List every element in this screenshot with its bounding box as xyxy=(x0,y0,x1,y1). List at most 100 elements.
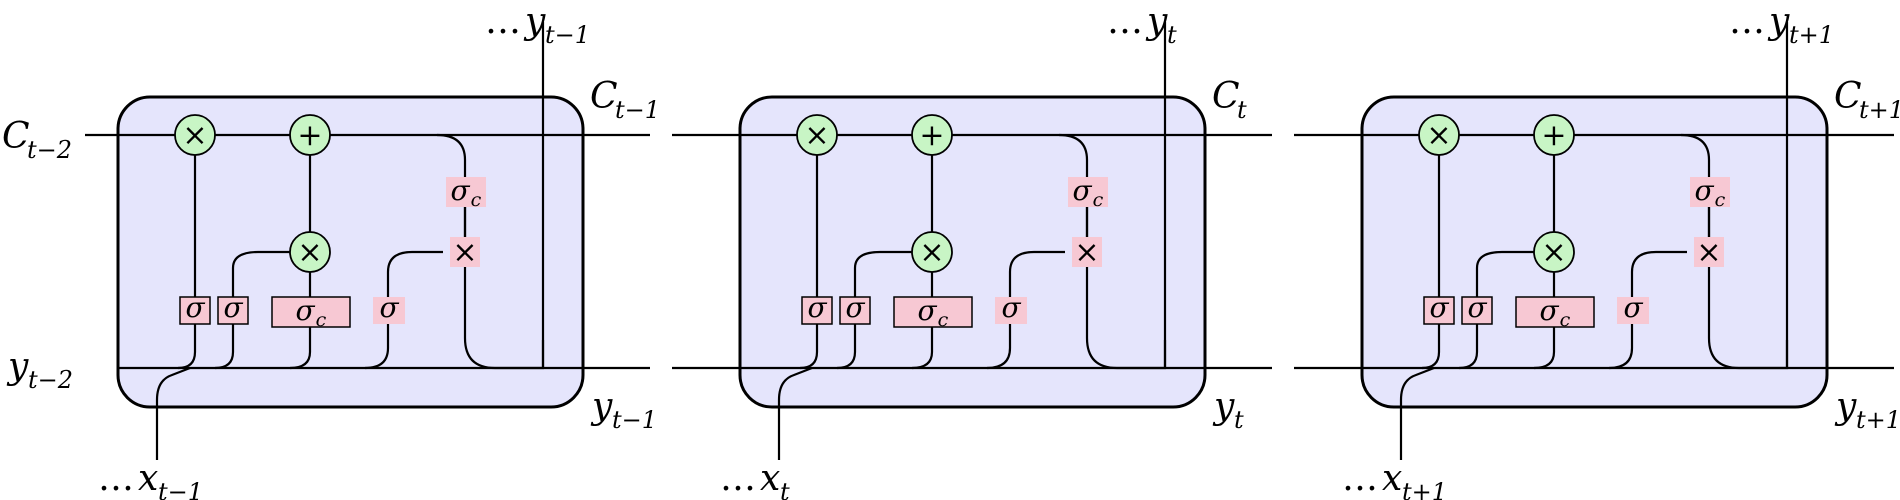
input-x-path xyxy=(155,366,191,460)
hidden-state-out-label-base: y xyxy=(590,386,613,427)
input-multiply-op: × xyxy=(911,231,953,273)
input-bottom-label-subscript: t xyxy=(780,478,790,500)
cell-state-out-label-base: C xyxy=(1834,76,1862,117)
candidate-gate-sigma: σ xyxy=(917,294,937,327)
output-top-label-subscript: t+1 xyxy=(1789,21,1834,49)
cell-tanh-gate-box xyxy=(1068,177,1108,207)
output-multiply-box xyxy=(1072,237,1102,267)
forget-gate: σ xyxy=(1423,291,1455,325)
forget-multiply-op: × xyxy=(174,114,216,156)
forget-multiply-op-circle xyxy=(796,114,838,156)
forget-multiply-op-circle xyxy=(1418,114,1460,156)
cell-tanh-gate-sigma: σ xyxy=(450,174,470,207)
input-multiply-op-symbol: × xyxy=(1541,235,1566,270)
output-sigma-to-mult xyxy=(1630,250,1687,297)
candidate-gate-box xyxy=(1515,296,1595,328)
cell-state-out-label-subscript: t+1 xyxy=(1859,96,1900,124)
input-multiply-op-symbol: × xyxy=(919,235,944,270)
cell-tanh-gate-subscript-c: c xyxy=(471,189,482,211)
cell-tanh-gate-subscript-c: c xyxy=(1715,189,1726,211)
input-gate-to-mult xyxy=(1475,250,1534,297)
input-x-path xyxy=(777,366,813,460)
ellipsis-text: … xyxy=(485,1,521,42)
cell-body xyxy=(116,95,585,409)
forget-gate-box xyxy=(801,296,833,325)
add-op-symbol: + xyxy=(919,118,944,153)
output-top-label-subscript: t xyxy=(1167,21,1177,49)
cell-tanh-gate-sigma: σ xyxy=(1694,174,1714,207)
forget-gate-box xyxy=(179,296,211,325)
output-gate-box xyxy=(1617,297,1649,324)
input-multiply-op-circle xyxy=(289,231,331,273)
forget-multiply-op: × xyxy=(796,114,838,156)
input-bottom-label-base: x xyxy=(1382,458,1402,499)
input-multiply-op: × xyxy=(289,231,331,273)
hidden-state-out-label-base: y xyxy=(1212,386,1235,427)
input-gate-to-mult xyxy=(231,250,290,297)
input-gate-to-hidden xyxy=(1458,322,1479,370)
output-multiply-op: × xyxy=(450,235,480,270)
input-gate: σ xyxy=(1461,291,1493,325)
input-gate-sigma: σ xyxy=(223,291,243,324)
output-multiply-box xyxy=(1694,237,1724,267)
input-bottom-label-base: x xyxy=(138,458,158,499)
cell-state-in-label-subscript: t−2 xyxy=(27,136,72,164)
candidate-gate-sigma: σ xyxy=(295,294,315,327)
output-gate: σ xyxy=(373,291,405,324)
candidate-gate-box xyxy=(271,296,351,328)
cell-state-out-label: Ct+1 xyxy=(1834,76,1900,124)
input-gate-box xyxy=(217,296,249,325)
input-gate-box xyxy=(1461,296,1493,325)
input-multiply-op: × xyxy=(1533,231,1575,273)
output-gate-sigma: σ xyxy=(1623,291,1643,324)
output-top-label-subscript: t−1 xyxy=(545,21,590,49)
input-bottom-label-subscript: t−1 xyxy=(158,478,203,500)
hidden-state-in-label-base: y xyxy=(6,346,29,387)
input-bottom-label-subscript: t+1 xyxy=(1402,478,1447,500)
output-gate: σ xyxy=(995,291,1027,324)
input-gate-to-hidden xyxy=(836,322,857,370)
input-gate-to-mult xyxy=(853,250,912,297)
output-path xyxy=(1680,133,1789,370)
candidate-gate-subscript-c: c xyxy=(938,309,949,331)
input-bottom-label-base: x xyxy=(760,458,780,499)
candidate-to-hidden xyxy=(911,327,934,370)
input-gate: σ xyxy=(217,291,249,325)
add-op-circle xyxy=(911,114,953,156)
cell-state-out-label-subscript: t−1 xyxy=(615,96,660,124)
output-top-label-base: y xyxy=(1767,1,1790,42)
forget-gate-sigma: σ xyxy=(1429,291,1449,324)
output-multiply-symbol: × xyxy=(452,235,477,270)
ellipsis-text: … xyxy=(98,458,134,499)
add-op-symbol: + xyxy=(1541,118,1566,153)
output-top-label-base: y xyxy=(1145,1,1168,42)
candidate-to-hidden xyxy=(289,327,312,370)
output-sigma-to-mult xyxy=(386,250,443,297)
input-gate-to-hidden xyxy=(214,322,235,370)
ellipsis-text: … xyxy=(1729,1,1765,42)
cell-state-out-label: Ct−1 xyxy=(590,76,660,124)
output-multiply-op: × xyxy=(1694,235,1724,270)
candidate-gate-subscript-c: c xyxy=(1560,309,1571,331)
ellipsis-text: … xyxy=(720,458,756,499)
input-gate-box xyxy=(839,296,871,325)
output-multiply-symbol: × xyxy=(1696,235,1721,270)
forget-multiply-op-symbol: × xyxy=(1426,118,1451,153)
output-multiply-box xyxy=(450,237,480,267)
forget-multiply-op-symbol: × xyxy=(804,118,829,153)
forget-multiply-op-symbol: × xyxy=(182,118,207,153)
